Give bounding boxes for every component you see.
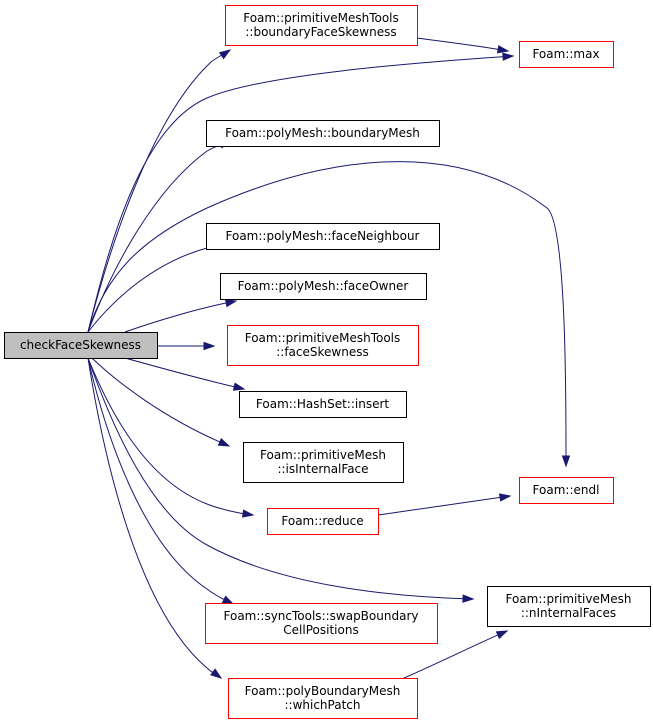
node-boundaryMesh[interactable]: Foam::polyMesh::boundaryMesh xyxy=(206,120,440,147)
edge-line xyxy=(91,357,222,443)
node-label: Foam::max xyxy=(532,47,599,61)
node-nInternalFaces[interactable]: Foam::primitiveMesh::nInternalFaces xyxy=(487,586,651,627)
node-label: ::boundaryFaceSkewness xyxy=(245,25,396,39)
node-faceNeighbour[interactable]: Foam::polyMesh::faceNeighbour xyxy=(206,223,440,250)
edge-line xyxy=(87,161,567,458)
node-label: ::faceSkewness xyxy=(276,345,368,359)
node-label: Foam::primitiveMeshTools xyxy=(245,331,401,345)
node-box[interactable] xyxy=(243,442,404,483)
edge-arrowhead xyxy=(496,45,510,54)
edge-line xyxy=(377,496,502,516)
edge-checkFaceSkewness-to-swapBoundaryCellPositions xyxy=(87,357,235,605)
node-checkFaceSkewness[interactable]: checkFaceSkewness xyxy=(4,332,158,359)
edge-line xyxy=(403,634,500,679)
node-whichPatch[interactable]: Foam::polyBoundaryMesh::whichPatch xyxy=(228,678,418,719)
edge-checkFaceSkewness-to-faceSkewness xyxy=(157,341,216,351)
edge-arrowhead xyxy=(217,437,231,447)
edge-checkFaceSkewness-to-isInternalFace xyxy=(91,357,231,447)
node-box[interactable] xyxy=(4,332,158,359)
node-label: Foam::syncTools::swapBoundary xyxy=(224,609,419,623)
edge-arrowhead xyxy=(224,298,238,308)
node-faceOwner[interactable]: Foam::polyMesh::faceOwner xyxy=(220,273,427,300)
edge-checkFaceSkewness-to-insert xyxy=(124,357,246,391)
node-label: ::isInternalFace xyxy=(277,462,368,476)
edge-line xyxy=(87,54,224,333)
edge-arrowhead xyxy=(221,595,235,605)
edge-arrowhead xyxy=(203,341,216,351)
edge-whichPatch-to-nInternalFaces xyxy=(403,630,509,679)
node-box[interactable] xyxy=(206,120,440,147)
node-label: Foam::primitiveMesh xyxy=(260,448,386,462)
node-boundaryFaceSkewness[interactable]: Foam::primitiveMeshTools::boundaryFaceSk… xyxy=(225,5,418,46)
node-box[interactable] xyxy=(267,508,379,535)
edge-checkFaceSkewness-to-endl xyxy=(87,161,571,468)
edge-arrowhead xyxy=(242,509,255,518)
edge-line xyxy=(87,357,216,674)
node-endl[interactable]: Foam::endl xyxy=(519,477,614,504)
node-box[interactable] xyxy=(228,678,418,719)
node-label: Foam::HashSet::insert xyxy=(256,397,389,411)
edge-line xyxy=(87,357,226,601)
node-swapBoundaryCellPositions[interactable]: Foam::syncTools::swapBoundaryCellPositio… xyxy=(205,603,438,644)
node-box[interactable] xyxy=(519,41,614,68)
node-box[interactable] xyxy=(519,477,614,504)
edge-checkFaceSkewness-to-max xyxy=(87,52,515,333)
edge-line xyxy=(124,357,236,388)
edge-checkFaceSkewness-to-nInternalFaces xyxy=(87,357,475,603)
node-label: Foam::polyMesh::boundaryMesh xyxy=(225,126,420,140)
node-label: Foam::endl xyxy=(533,483,600,497)
edge-arrowhead xyxy=(495,630,509,640)
node-box[interactable] xyxy=(487,586,651,627)
edge-arrowhead xyxy=(218,49,232,60)
edge-line xyxy=(87,357,245,515)
node-label: Foam::reduce xyxy=(281,514,363,528)
edge-arrowhead xyxy=(502,52,515,61)
node-box[interactable] xyxy=(225,5,418,46)
node-box[interactable] xyxy=(239,391,407,418)
node-insert[interactable]: Foam::HashSet::insert xyxy=(239,391,407,418)
edge-line xyxy=(416,37,500,50)
edge-checkFaceSkewness-to-faceOwner xyxy=(124,298,238,333)
edge-boundaryFaceSkewness-to-max xyxy=(416,37,510,54)
node-label: checkFaceSkewness xyxy=(20,338,141,352)
edge-line xyxy=(124,302,228,333)
node-label: Foam::polyBoundaryMesh xyxy=(245,684,401,698)
node-label: Foam::primitiveMeshTools xyxy=(243,11,399,25)
edge-arrowhead xyxy=(232,382,246,391)
node-label: ::whichPatch xyxy=(284,698,360,712)
node-label: Foam::polyMesh::faceNeighbour xyxy=(226,229,420,243)
node-faceSkewness[interactable]: Foam::primitiveMeshTools::faceSkewness xyxy=(227,325,419,366)
edge-reduce-to-endl xyxy=(377,493,512,516)
edge-arrowhead xyxy=(561,455,571,468)
edge-line xyxy=(87,56,505,333)
edge-line xyxy=(87,357,465,600)
edge-arrowhead xyxy=(462,594,475,603)
edge-arrowhead xyxy=(210,668,223,679)
nodes-layer: checkFaceSkewness Foam::primitiveMeshTool… xyxy=(4,5,651,719)
node-reduce[interactable]: Foam::reduce xyxy=(267,508,379,535)
edge-arrowhead xyxy=(499,493,512,502)
node-max[interactable]: Foam::max xyxy=(519,41,614,68)
node-box[interactable] xyxy=(206,223,440,250)
node-box[interactable] xyxy=(205,603,438,644)
edge-checkFaceSkewness-to-boundaryFaceSkewness xyxy=(87,49,232,333)
node-label: ::nInternalFaces xyxy=(521,606,616,620)
edge-checkFaceSkewness-to-whichPatch xyxy=(87,357,223,679)
node-isInternalFace[interactable]: Foam::primitiveMesh::isInternalFace xyxy=(243,442,404,483)
edge-checkFaceSkewness-to-reduce xyxy=(87,357,255,518)
node-label: Foam::polyMesh::faceOwner xyxy=(238,279,409,293)
node-box[interactable] xyxy=(227,325,419,366)
node-label: CellPositions xyxy=(283,623,358,637)
node-label: Foam::primitiveMesh xyxy=(506,592,632,606)
node-box[interactable] xyxy=(220,273,427,300)
